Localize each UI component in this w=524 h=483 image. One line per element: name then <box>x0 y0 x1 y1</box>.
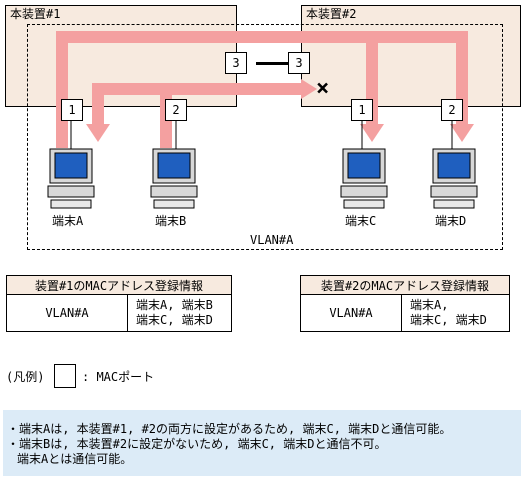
vlan-label: VLAN#A <box>250 233 294 247</box>
terminal-a-computer-icon <box>47 148 95 209</box>
arrow-head-c <box>360 124 384 142</box>
mac-table-device2: 装置#2のMACアドレス登録情報 VLAN#A 端末A, 端末C, 端末D <box>300 275 510 332</box>
mac-table-device1-line2: 端末C, 端末D <box>136 313 213 327</box>
block-mark-icon: × <box>316 76 330 101</box>
terminal-c-computer-icon <box>340 148 388 209</box>
mac-table-device2-terminals: 端末A, 端末C, 端末D <box>401 294 510 332</box>
note-line-1: ・端末Aは, 本装置#1, #2の両方に設定があるため, 端末C, 端末Dと通信… <box>7 422 452 436</box>
mac-table-device1-title: 装置#1のMACアドレス登録情報 <box>6 275 232 295</box>
mac-table-device2-title: 装置#2のMACアドレス登録情報 <box>300 275 510 295</box>
mac-table-device2-line1: 端末A, <box>410 298 449 312</box>
device-1-label: 本装置#1 <box>10 7 61 21</box>
device1-port-3: 3 <box>225 52 247 74</box>
legend-prefix: (凡例) <box>6 370 45 384</box>
arrow-head-a <box>86 124 110 142</box>
path-a-to-d <box>62 31 468 126</box>
device2-port-2: 2 <box>441 99 463 121</box>
mac-table-device2-vlan: VLAN#A <box>300 294 402 332</box>
path-b-to-a <box>92 83 172 148</box>
note-line-2: ・端末Bは, 本装置#2に設定がないため, 端末C, 端末Dと通信不可。 <box>7 437 387 451</box>
device1-port-2: 2 <box>165 99 187 121</box>
mac-table-device2-line2: 端末C, 端末D <box>410 313 487 327</box>
vlan-region <box>27 24 503 250</box>
terminal-a-label: 端末A <box>52 214 84 228</box>
legend-suffix: : MACポート <box>82 370 155 384</box>
terminal-d-label: 端末D <box>435 214 467 228</box>
device2-port-3: 3 <box>288 52 310 74</box>
arrow-head-device2 <box>301 79 317 99</box>
terminal-d-computer-icon <box>430 148 478 209</box>
mac-table-device1: 装置#1のMACアドレス登録情報 VLAN#A 端末A, 端末B 端末C, 端末… <box>6 275 232 332</box>
trunk-link <box>256 62 290 65</box>
arrow-head-d <box>450 124 474 142</box>
terminal-c-label: 端末C <box>345 214 377 228</box>
note-line-3: 端末Aとは通信可能。 <box>17 452 133 466</box>
terminal-b-label: 端末B <box>155 214 187 228</box>
mac-table-device1-line1: 端末A, 端末B <box>136 298 213 312</box>
mac-table-device1-vlan: VLAN#A <box>6 294 128 332</box>
terminal-b-computer-icon <box>150 148 198 209</box>
device1-port-1: 1 <box>61 99 83 121</box>
device-2-label: 本装置#2 <box>306 7 357 21</box>
mac-table-device1-terminals: 端末A, 端末B 端末C, 端末D <box>127 294 232 332</box>
device2-port-1: 1 <box>351 99 373 121</box>
legend-port-symbol <box>54 364 76 388</box>
notes-box: ・端末Aは, 本装置#1, #2の両方に設定があるため, 端末C, 端末Dと通信… <box>3 410 521 476</box>
